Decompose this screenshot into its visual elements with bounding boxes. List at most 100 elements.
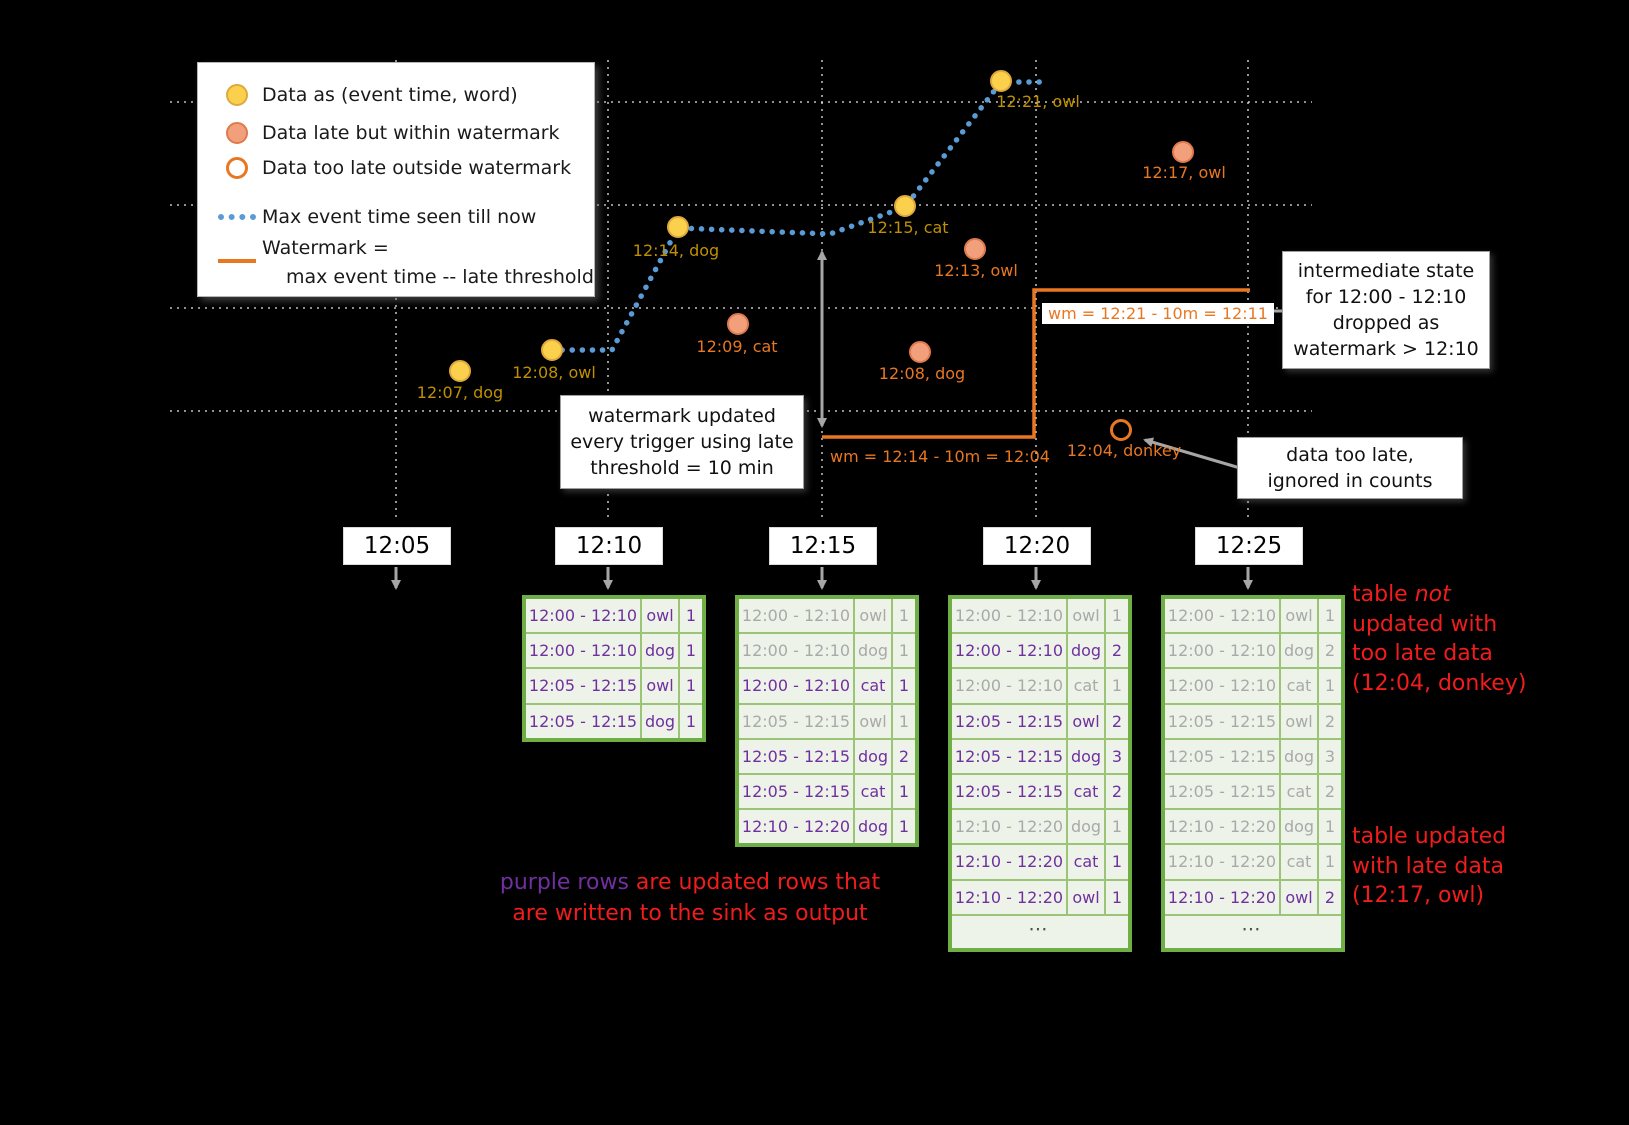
event-label: 12:17, owl [1142,163,1226,182]
table-cell-word: cat [853,774,891,809]
note-table-updated-late: table updated with late data (12:17, owl… [1352,824,1507,909]
table-cell-count: 1 [1104,845,1128,879]
table-cell-word: dog [1066,634,1104,668]
table-cell-window: 12:05 - 12:15 [741,746,851,766]
table-cell-window: 12:00 - 12:10 [1167,641,1277,661]
table-cell-word: owl [640,669,678,703]
legend-label: Data too late outside watermark [262,157,572,179]
table-cell-word: owl [1066,704,1104,738]
table-cell-count: 1 [678,669,702,703]
table-cell-count: 2 [1104,634,1128,668]
note-line: are written to the sink as output [512,900,868,926]
table-cell-window: 12:05 - 12:15 [954,711,1064,731]
table-cell-word: cat [1279,774,1317,809]
event-dot-ontime [667,216,689,238]
table-cell-count: 2 [1104,704,1128,738]
event-label: 12:14, dog [632,241,720,260]
table-cell-window: 12:10 - 12:20 [1167,887,1277,907]
legend-item-late: Data late but within watermark [198,122,594,148]
table-cell-window: 12:05 - 12:15 [954,781,1064,801]
legend-label: Watermark = [262,237,389,259]
table-cell-window: 12:00 - 12:10 [954,641,1064,661]
late-dot-icon [226,122,248,144]
table-cell-count: 2 [891,739,915,773]
table-cell-word: owl [1279,599,1317,633]
event-label: 12:07, dog [416,383,504,402]
table-cell-window: 12:05 - 12:15 [1167,746,1277,766]
table-cell-window: 12:05 - 12:15 [954,746,1064,766]
table-cell-word: cat [1279,845,1317,879]
table-cell-word: dog [853,739,891,773]
table-cell-window: 12:10 - 12:20 [954,852,1064,872]
trigger-time-12-15: 12:15 [769,527,877,565]
event-dot-ontime [894,195,916,217]
trigger-time-12-10: 12:10 [555,527,663,565]
table-cell-count: 1 [1317,845,1341,879]
table-cell-window: 12:05 - 12:15 [741,781,851,801]
table-cell-count: 1 [1104,880,1128,914]
table-cell-window: 12:05 - 12:15 [1167,711,1277,731]
event-label: 12:08, owl [512,363,596,382]
table-cell-word: owl [640,599,678,633]
event-dot-ontime [449,360,471,382]
table-cell-word: owl [853,704,891,738]
table-cell-count: 1 [891,669,915,703]
table-cell-word: dog [1279,634,1317,668]
table-cell-word: dog [1066,810,1104,844]
table-cell-word: dog [853,634,891,668]
note-line: purple rows are updated rows that [499,870,881,895]
too-late-dot-icon [226,157,248,179]
table-cell-word: dog [1279,739,1317,773]
legend-item-ontime: Data as (event time, word) [198,84,594,110]
dotted-line-swatch [218,214,256,220]
table-cell-window: 12:00 - 12:10 [1167,676,1277,696]
table-cell-count: 2 [1317,634,1341,668]
table-cell-word: owl [1066,880,1104,914]
table-cell-count: 3 [1317,739,1341,773]
legend-label: Max event time seen till now [262,206,537,228]
table-cell-word: cat [1066,774,1104,809]
event-label: 12:13, owl [934,261,1018,280]
table-cell-count: 1 [678,634,702,668]
event-dot-ontime [990,70,1012,92]
table-cell-count: 2 [1317,704,1341,738]
trigger-time-12-05: 12:05 [343,527,451,565]
table-cell-count: 1 [891,774,915,809]
table-cell-count: 1 [678,599,702,633]
max-event-time-line [549,79,1043,353]
legend-item-max-event-time: Max event time seen till now [198,206,594,232]
table-cell-count: 3 [1104,739,1128,773]
table-cell-count: 2 [1317,774,1341,809]
more-rows-ellipsis: ⋯ [952,913,1128,948]
note-purple-rows: purple rows are updated rows that are wr… [455,868,925,930]
legend-item-too-late: Data too late outside watermark [198,157,594,183]
event-label: 12:09, cat [696,337,778,356]
table-cell-window: 12:00 - 12:10 [954,676,1064,696]
table-cell-word: cat [1066,669,1104,703]
table-cell-word: owl [1279,880,1317,914]
table-cell-count: 1 [1317,599,1341,633]
trigger-arrows [391,567,1253,590]
legend: Data as (event time, word) Data late but… [197,62,595,297]
more-rows-ellipsis: ⋯ [1165,913,1341,948]
